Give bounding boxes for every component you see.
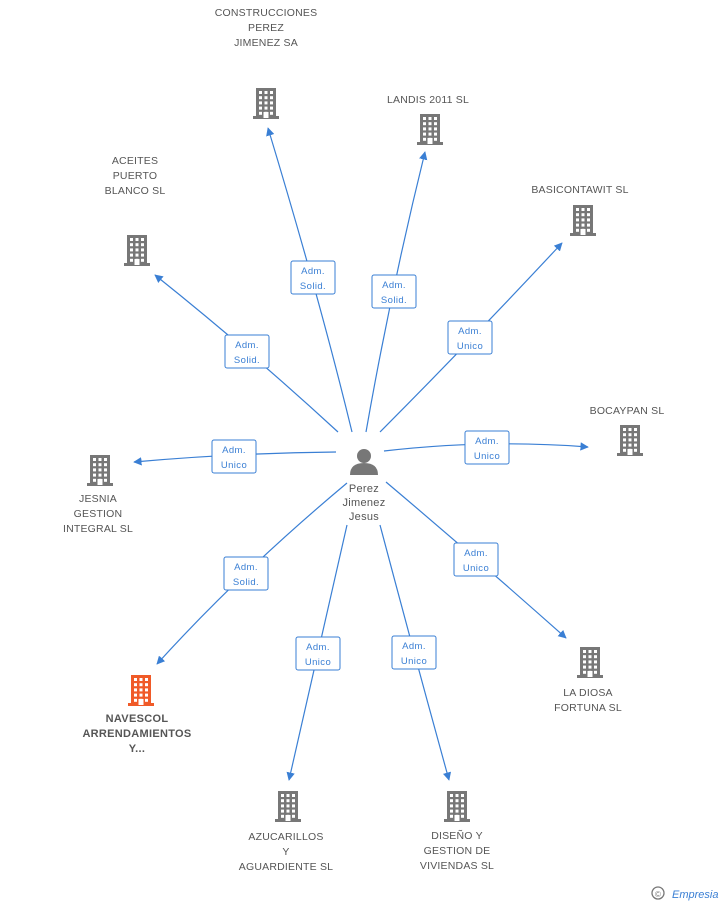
brand-logo-text: Empresia (672, 889, 718, 901)
role-text: Unico (305, 657, 331, 668)
company-node-basicontawit[interactable]: BASICONTAWIT SL (531, 184, 628, 236)
company-node-bocaypan[interactable]: BOCAYPAN SL (590, 405, 665, 456)
company-node-construcciones[interactable]: CONSTRUCCIONES PEREZ JIMENEZ SA (215, 7, 318, 119)
company-node-diseno[interactable]: DISEÑO Y GESTION DE VIVIENDAS SL (420, 791, 494, 872)
company-name-text: Y... (129, 743, 146, 755)
company-nodes: CONSTRUCCIONES PEREZ JIMENEZ SA LANDIS 2011… (63, 7, 664, 873)
role-text: Unico (401, 656, 427, 667)
company-name-text: ARRENDAMIENTOS (82, 728, 191, 740)
role-box-aceites[interactable]: Adm. Solid. (224, 334, 270, 369)
building-icon (128, 675, 154, 706)
footer-brand: © Empresia (651, 886, 718, 901)
building-icon (444, 791, 470, 822)
role-text: Adm. (306, 642, 330, 653)
building-icon (253, 88, 279, 119)
person-name-text: Jesus (349, 511, 379, 523)
role-text: Adm. (475, 436, 499, 447)
person-name-text: Perez (349, 483, 379, 495)
role-text: Adm. (222, 445, 246, 456)
company-name-text: Y (282, 846, 289, 858)
role-box-navescol[interactable]: Adm. Solid. (223, 556, 269, 591)
company-name-text: INTEGRAL SL (63, 523, 133, 535)
company-name-text: GESTION (74, 508, 123, 520)
company-name-text: LA DIOSA (563, 687, 612, 699)
company-name-text: GESTION DE (424, 845, 491, 857)
role-text: Solid. (234, 355, 260, 366)
role-text: Unico (474, 451, 500, 462)
company-name-text: FORTUNA SL (554, 702, 622, 714)
company-name-text: LANDIS 2011 SL (387, 94, 469, 106)
role-box-basicontawit[interactable]: Adm. Unico (447, 320, 493, 355)
person-name-text: Jimenez (342, 497, 385, 509)
role-text: Solid. (300, 281, 326, 292)
company-name-text: AGUARDIENTE SL (239, 861, 333, 873)
company-name-text: DISEÑO Y (431, 829, 483, 842)
role-text: Adm. (382, 280, 406, 291)
role-text: Adm. (235, 340, 259, 351)
company-node-ladiosa[interactable]: LA DIOSA FORTUNA SL (554, 647, 622, 714)
company-name-text: CONSTRUCCIONES (215, 7, 318, 19)
company-node-aceites[interactable]: ACEITES PUERTO BLANCO SL (105, 155, 166, 266)
role-text: Adm. (301, 266, 325, 277)
company-name-text: AZUCARILLOS (248, 831, 323, 843)
copyright-symbol: © (655, 890, 661, 899)
company-name-text: PEREZ (248, 22, 284, 34)
role-text: Adm. (458, 326, 482, 337)
copyright-icon (651, 886, 665, 900)
role-text: Adm. (402, 641, 426, 652)
person-icon (350, 449, 378, 475)
building-icon (617, 425, 643, 456)
company-name-text: VIVIENDAS SL (420, 860, 494, 872)
role-text: Adm. (464, 548, 488, 559)
role-text: Solid. (233, 577, 259, 588)
building-icon (87, 455, 113, 486)
company-name-text: PUERTO (113, 170, 158, 182)
role-box-bocaypan[interactable]: Adm. Unico (464, 430, 510, 465)
building-icon (570, 205, 596, 236)
company-node-landis[interactable]: LANDIS 2011 SL (387, 94, 469, 145)
building-icon (275, 791, 301, 822)
building-icon (124, 235, 150, 266)
company-node-azucarillos[interactable]: AZUCARILLOS Y AGUARDIENTE SL (239, 791, 333, 873)
role-box-jesnia[interactable]: Adm. Unico (211, 439, 257, 474)
role-text: Unico (463, 563, 489, 574)
role-text: Unico (457, 341, 483, 352)
role-box-ladiosa[interactable]: Adm. Unico (453, 542, 499, 577)
role-text: Solid. (381, 295, 407, 306)
company-node-navescol[interactable]: NAVESCOL ARRENDAMIENTOS Y... (82, 675, 191, 755)
role-box-diseno[interactable]: Adm. Unico (391, 635, 437, 670)
role-labels: Adm.Solid.Adm.Solid.Adm.UnicoAdm.Solid.A… (211, 260, 510, 671)
role-box-azucarillos[interactable]: Adm. Unico (295, 636, 341, 671)
company-name-text: BLANCO SL (105, 185, 166, 197)
company-name-text: JESNIA (79, 493, 117, 505)
company-name-text: JIMENEZ SA (234, 37, 298, 49)
role-box-landis[interactable]: Adm. Solid. (371, 274, 417, 309)
building-icon (577, 647, 603, 678)
company-name-text: ACEITES (112, 155, 158, 167)
company-name-text: NAVESCOL (106, 713, 169, 725)
company-name-text: BASICONTAWIT SL (531, 184, 628, 196)
building-icon (417, 114, 443, 145)
company-name-text: BOCAYPAN SL (590, 405, 665, 417)
role-box-construcciones[interactable]: Adm. Solid. (290, 260, 336, 295)
role-text: Adm. (234, 562, 258, 573)
company-node-jesnia[interactable]: JESNIA GESTION INTEGRAL SL (63, 455, 133, 535)
role-text: Unico (221, 460, 247, 471)
